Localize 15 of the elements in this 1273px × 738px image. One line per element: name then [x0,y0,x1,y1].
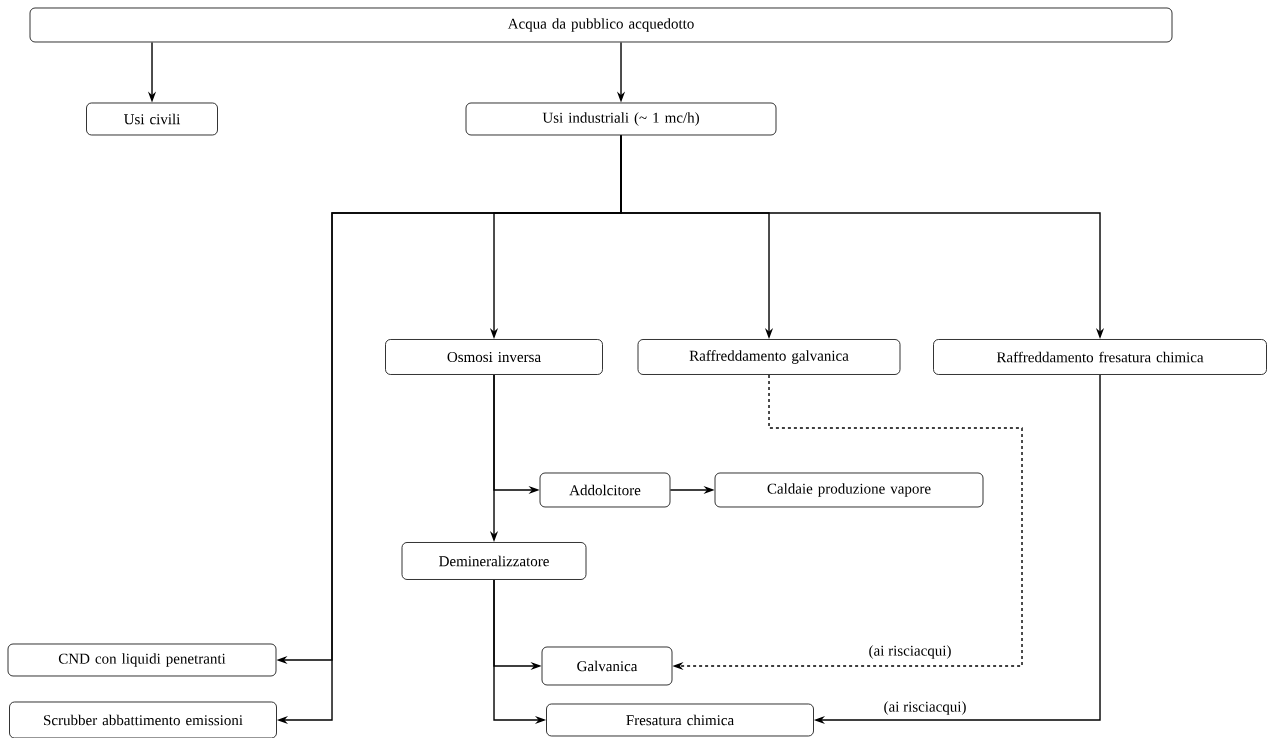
edge-label: (ai risciacqui) [882,700,968,716]
process-box: Scrubber abbattimento emissioni [9,701,277,738]
process-box: Acqua da pubblico acquedotto [29,7,1173,43]
process-box: Addolcitore [539,472,671,508]
process-box: Usi industriali (~ 1 mc/h) [465,102,777,136]
process-box: Demineralizzatore [401,542,587,580]
process-box: Raffreddamento fresatura chimica [933,339,1267,375]
edge-label: (ai risciacqui) [867,644,953,660]
process-box: CND con liquidi penetranti [7,643,277,677]
process-box: Galvanica [541,646,673,686]
process-box: Caldaie produzione vapore [714,472,984,508]
process-box: Fresatura chimica [546,703,814,737]
process-box: Osmosi inversa [385,339,603,375]
process-box: Raffreddamento galvanica [637,339,901,375]
process-box: Usi civili [86,102,218,136]
